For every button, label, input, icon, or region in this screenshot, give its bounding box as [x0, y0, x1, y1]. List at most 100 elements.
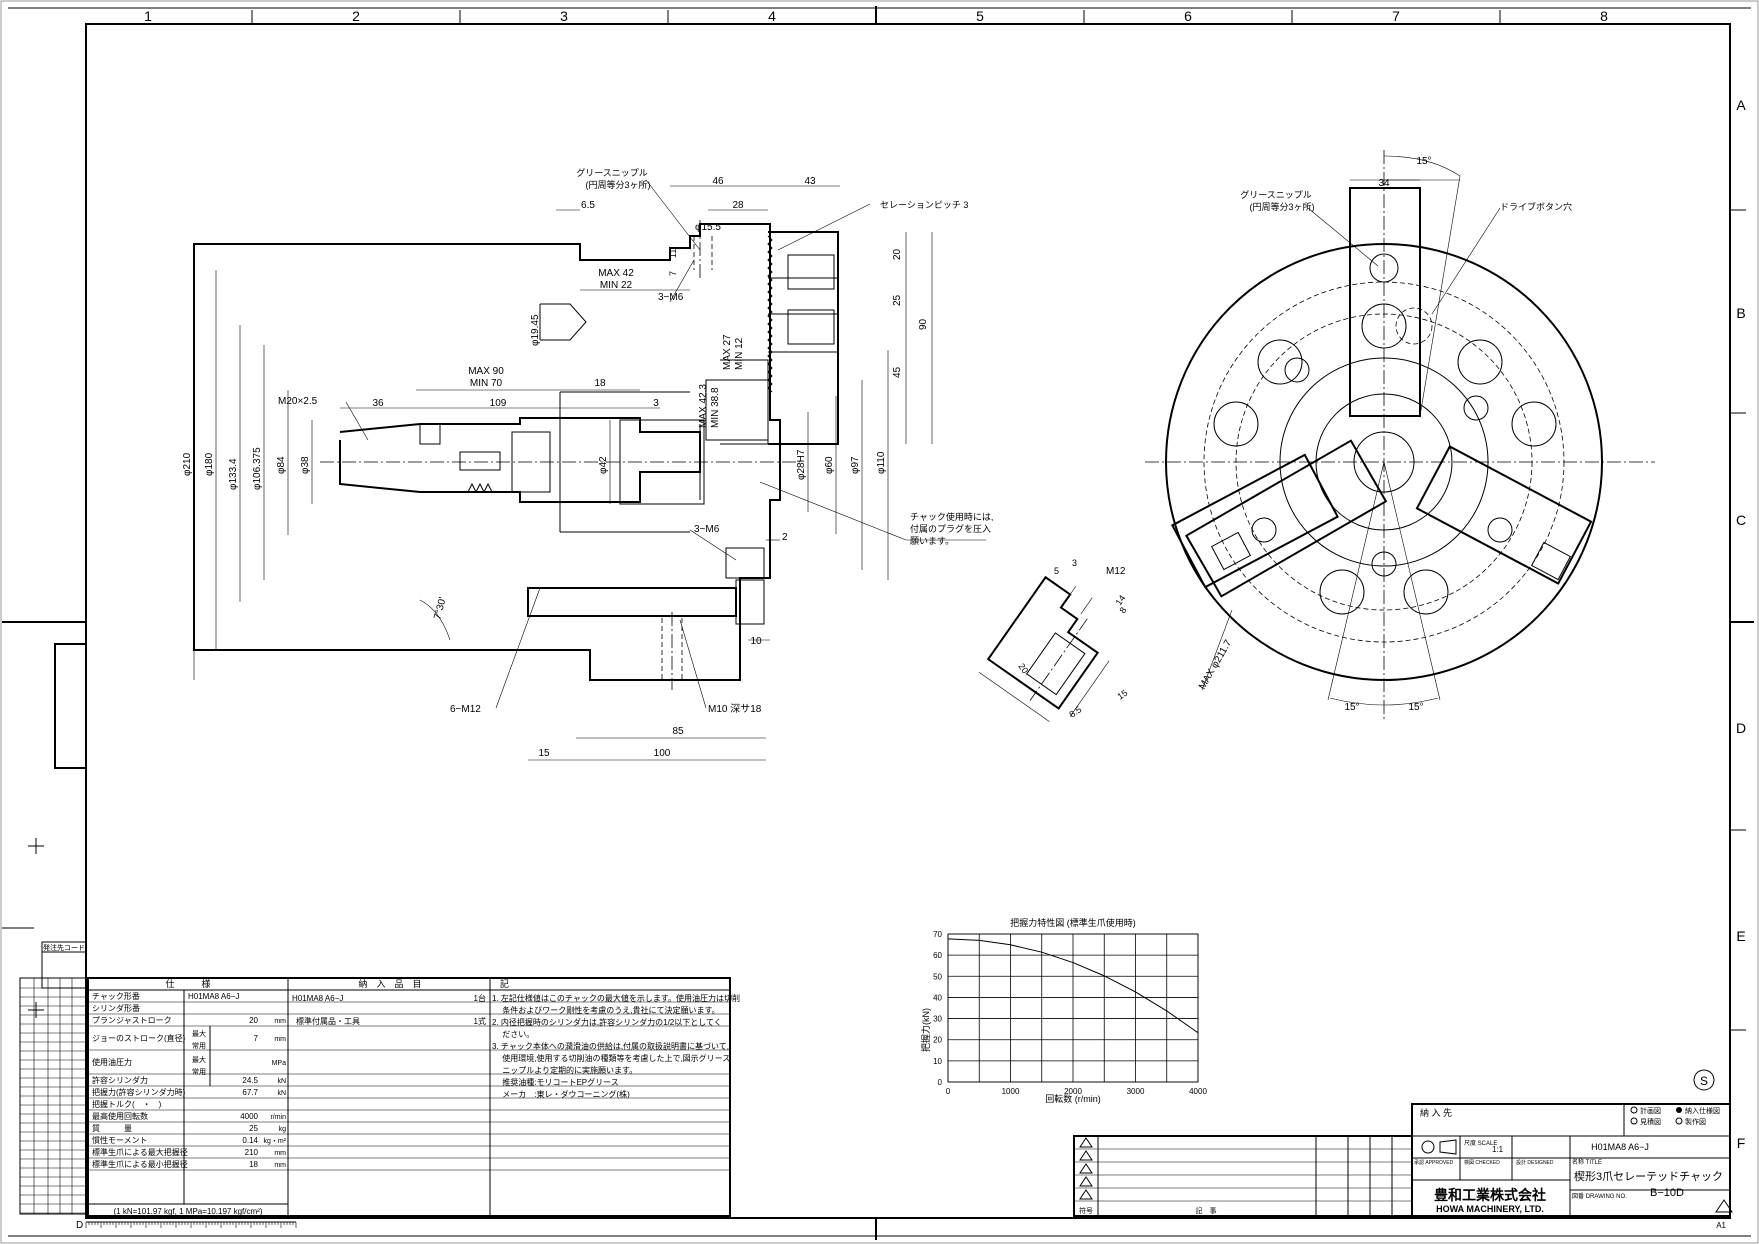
spec-row-value: 67.7: [242, 1088, 258, 1097]
dim-106-375: φ106.375: [252, 447, 263, 490]
drive-button-label: ドライブボタン穴: [1500, 201, 1572, 212]
dim-133-4: φ133.4: [228, 458, 239, 490]
jaw-top: [1349, 187, 1421, 417]
deliver-to-label: 納 入 先: [1420, 1107, 1452, 1118]
dim-28: 28: [732, 200, 744, 211]
sub-max-1: 最大: [192, 1029, 206, 1038]
row-label-b: B: [1736, 305, 1745, 321]
dim-45: 45: [892, 366, 903, 378]
spec-row-label: 慣性モーメント: [92, 1135, 148, 1145]
sheet-size: A1: [1716, 1221, 1726, 1230]
kind-plan: 計画図: [1640, 1106, 1661, 1115]
dim-84: φ84: [276, 456, 287, 474]
m6-upper-label: 3−M6: [658, 292, 684, 303]
revision-triangle-icon: [1079, 1163, 1093, 1174]
jaw-dim-14: 14: [1113, 593, 1127, 607]
dim-7: 7: [668, 271, 678, 276]
chart-ytick: 30: [933, 1015, 942, 1024]
col-label-5: 5: [976, 8, 984, 24]
col-label-6: 6: [1184, 8, 1192, 24]
spec-row-label: 標準生爪による最大把握径: [92, 1147, 188, 1157]
dim-85: 85: [672, 726, 684, 737]
row-label-f: F: [1737, 1135, 1746, 1151]
col-label-8: 8: [1600, 8, 1608, 24]
note-line-6: 使用環境,使用する切削油の種類等を考慮した上で,図示グリース: [492, 1053, 730, 1063]
chart-series-line: [947, 938, 1199, 1034]
item-2-qty: 1式: [474, 1016, 486, 1026]
spec-row-value: 7: [254, 1034, 259, 1043]
spec-row-unit: kN: [277, 1078, 286, 1085]
revision-triangle-icon: [1715, 1199, 1733, 1213]
note-line-4: ださい。: [492, 1030, 534, 1039]
jaw-m12: M12: [1106, 566, 1126, 577]
plug-note-1: チャック使用時には,: [910, 511, 993, 522]
zone-columns: 1 2 3 4 5 6 7 8: [144, 6, 1608, 1240]
spec-row-unit: kg: [279, 1126, 287, 1133]
s-mark: [1693, 1069, 1715, 1091]
dim-180: φ180: [204, 452, 215, 476]
spec-row-unit: r/min: [270, 1114, 286, 1121]
dim-6-5: 6.5: [581, 200, 595, 211]
dim-110: φ110: [876, 451, 887, 474]
spec-row-value: H01MA8 A6−J: [188, 992, 239, 1001]
rev-no-header: 符号: [1079, 1206, 1093, 1215]
title-label: 名称 TITLE: [1572, 1158, 1602, 1166]
chart-xtick: 1000: [1002, 1087, 1020, 1096]
note-line-8: 推奨油種:モリコートEPグリース: [492, 1077, 619, 1087]
notes-header: 記: [500, 978, 509, 989]
dim-97: φ97: [850, 456, 861, 474]
order-code-label: 発注先コード: [43, 943, 85, 952]
dim-20: 20: [892, 248, 903, 260]
left-marks: [2, 643, 87, 1018]
spec-row-label: チャック形番: [92, 991, 140, 1001]
angle-15-left: 15°: [1344, 702, 1359, 713]
note-line-9: メーカ :東レ・ダウコーニング(株): [492, 1089, 630, 1099]
dim-42: φ42: [598, 456, 609, 474]
plug-note-3: 願います。: [910, 536, 954, 546]
spec-row-unit: mm: [274, 1036, 286, 1043]
note-line-1: 1. 左記仕様値はこのチャックの最大値を示します。使用油圧力は切削: [492, 993, 740, 1003]
item-1-qty: 1台: [474, 993, 486, 1003]
items-header: 納 入 品 目: [358, 978, 421, 989]
spec-row-unit: MPa: [272, 1060, 287, 1067]
revision-triangle-icon: [1079, 1137, 1093, 1148]
col-label-4: 4: [768, 8, 776, 24]
s-mark-label: S: [1700, 1074, 1708, 1088]
spec-row-unit: mm: [274, 1162, 286, 1169]
spec-row-label: 最高使用回転数: [92, 1111, 148, 1121]
kind-production: 製作図: [1685, 1117, 1706, 1126]
chart-xtick: 4000: [1189, 1087, 1207, 1096]
scale-label: 尺度 SCALE: [1464, 1139, 1497, 1147]
angle-15-top: 15°: [1416, 156, 1431, 167]
jaw-dim-8: 8: [1117, 605, 1128, 615]
chart-ytick: 20: [933, 1036, 942, 1045]
spec-row-label: 標準生爪による最小把握径: [92, 1159, 188, 1169]
dim-3: 3: [653, 398, 659, 409]
dim-18: 18: [594, 378, 606, 389]
spec-row-unit: mm: [274, 1018, 286, 1025]
chart-ylabel: 把握力(kN): [920, 1008, 931, 1052]
min388-label: MIN 38.8: [710, 387, 721, 428]
sub-normal-2: 常用: [192, 1067, 206, 1076]
dim-2: 2: [782, 532, 788, 543]
company-name-en: HOWA MACHINERY, LTD.: [1436, 1204, 1544, 1214]
col-label-7: 7: [1392, 8, 1400, 24]
dim-109: 109: [490, 398, 507, 409]
max27-label: MAX 27: [722, 334, 733, 370]
m6-lower-label: 3−M6: [694, 524, 720, 535]
dim-28h7: φ28H7: [796, 449, 807, 480]
spec-row-value: 24.5: [242, 1076, 258, 1085]
jaw-dim-5: 5: [1054, 566, 1059, 576]
row-label-a: A: [1736, 97, 1746, 113]
kind-estimate: 見積図: [1640, 1117, 1661, 1126]
jaw-dim-15: 15: [1115, 688, 1129, 702]
row-label-c: C: [1736, 512, 1746, 528]
dim-15: 15: [538, 748, 550, 759]
company-name-jp: 豊和工業株式会社: [1434, 1187, 1546, 1203]
spec-row-label: プランジャストローク: [92, 1016, 172, 1025]
dim-100: 100: [654, 748, 671, 759]
drawing-no-label: 図番 DRAWING NO.: [1572, 1193, 1627, 1200]
chart-ytick: 60: [933, 951, 942, 960]
